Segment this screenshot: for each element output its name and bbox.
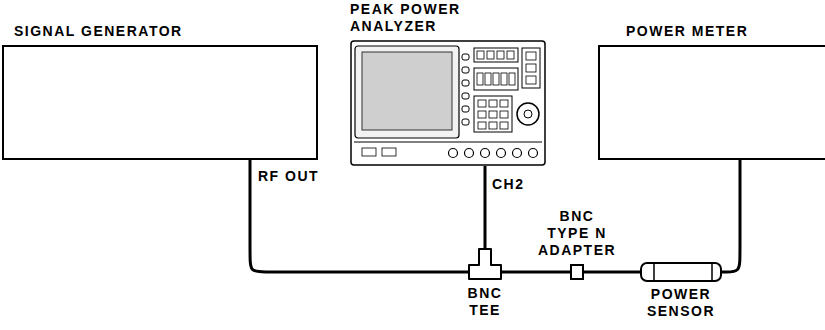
sensor-outline: [640, 262, 722, 282]
coax-cable: [484, 166, 487, 248]
port-label: RF OUT: [258, 168, 319, 185]
label-holder: CH2: [492, 176, 525, 193]
heading-block: BNC TEE: [460, 285, 510, 319]
coax-cable: [250, 160, 468, 272]
equipment-name: SIGNAL GENERATOR: [14, 23, 183, 40]
equipment-name: BNC TEE: [460, 285, 510, 319]
tee-outline: [468, 248, 502, 281]
equipment-name: POWER SENSOR: [641, 286, 721, 320]
sensor-cylinder: POWER SENSOR: [640, 262, 722, 282]
power-meter-box: POWER METER: [598, 45, 825, 160]
adapter-connector: BNC TYPE N ADAPTER: [570, 264, 584, 280]
tee-connector: BNC TEE: [468, 248, 502, 281]
heading-block: BNC TYPE N ADAPTER: [537, 208, 617, 259]
equipment-name: POWER METER: [626, 23, 748, 40]
channel-label: CH2: [492, 176, 525, 193]
equipment-name: PEAK POWER ANALYZER: [350, 1, 480, 35]
rect-outline: [2, 45, 318, 160]
heading-block: PEAK POWER ANALYZER: [350, 1, 480, 35]
analyzer-outline: [350, 40, 546, 166]
coax-cable: [722, 160, 740, 272]
square-outline: [570, 264, 584, 280]
heading-block: SIGNAL GENERATOR: [14, 23, 183, 40]
label-holder: RF OUT: [258, 168, 319, 185]
coax-cable: [584, 271, 640, 274]
signal-generator-box: SIGNAL GENERATOR: [2, 45, 318, 160]
coax-cable: [502, 271, 570, 274]
rect-outline: [598, 45, 825, 160]
equipment-name: BNC TYPE N ADAPTER: [537, 208, 617, 259]
heading-block: POWER METER: [626, 23, 748, 40]
heading-block: POWER SENSOR: [641, 286, 721, 320]
analyzer-instrument: PEAK POWER ANALYZER: [350, 40, 546, 166]
